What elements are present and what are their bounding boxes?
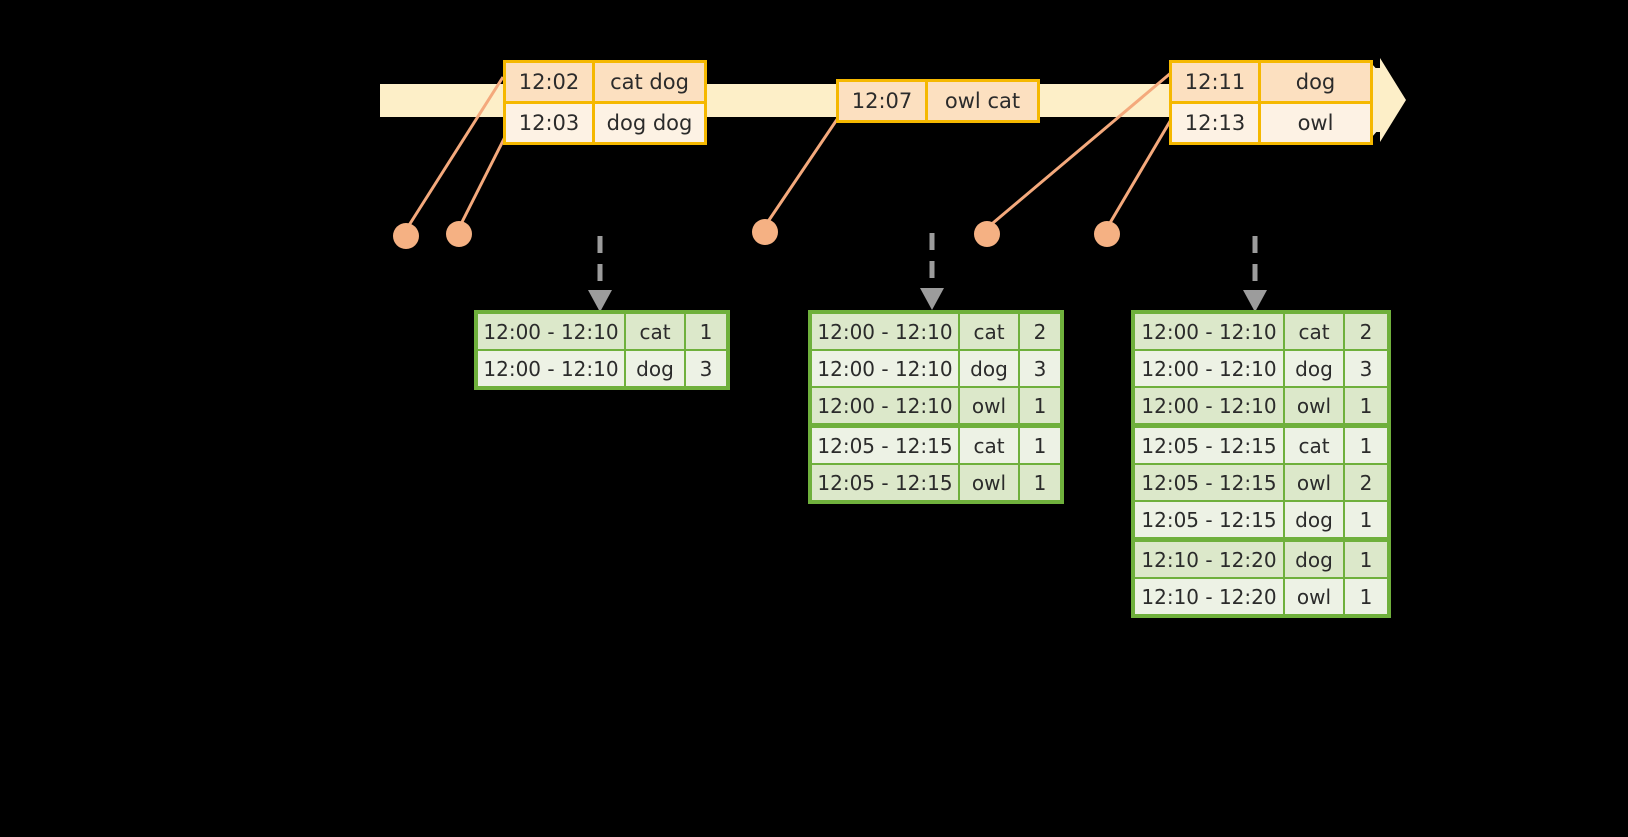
cell-key: dog: [1285, 351, 1343, 386]
event-time: 12:03: [518, 111, 580, 135]
cell-window: 12:00 - 12:10: [1135, 314, 1283, 349]
connector-3: [763, 114, 842, 227]
event-group-3[interactable]: 12:11 dog 12:13 owl: [1169, 60, 1373, 145]
event-time: 12:07: [851, 89, 913, 113]
connector-1: [404, 76, 505, 231]
cell-count: 1: [1020, 465, 1060, 500]
cell-key: cat: [1285, 428, 1343, 463]
cell-count: 2: [1020, 314, 1060, 349]
event-time: 12:13: [1184, 111, 1246, 135]
marker-dot-1: [393, 223, 419, 249]
cell-key: cat: [960, 314, 1018, 349]
dashed-arrow-3-head: [1243, 290, 1267, 312]
event-words: dog: [1258, 63, 1370, 101]
cell-window: 12:00 - 12:10: [812, 351, 958, 386]
cell-count: 1: [1345, 579, 1387, 614]
event-row[interactable]: 12:13 owl: [1172, 101, 1370, 142]
cell-key: dog: [1285, 502, 1343, 537]
connector-5: [1105, 117, 1174, 229]
cell-window: 12:05 - 12:15: [812, 465, 958, 500]
cell-key: dog: [1285, 542, 1343, 577]
event-words: cat dog: [592, 63, 704, 101]
cell-key: owl: [1285, 388, 1343, 423]
cell-count: 1: [686, 314, 726, 349]
event-markers: [393, 219, 1120, 249]
table-arrows: [597, 233, 1258, 292]
cell-window: 12:00 - 12:10: [478, 351, 624, 386]
cell-window: 12:10 - 12:20: [1135, 542, 1283, 577]
cell-key: dog: [626, 351, 684, 386]
marker-dot-4: [974, 221, 1000, 247]
event-group-1[interactable]: 12:02 cat dog 12:03 dog dog: [503, 60, 707, 145]
cell-key: owl: [1285, 579, 1343, 614]
event-words: owl: [1258, 104, 1370, 142]
event-words: owl cat: [925, 82, 1037, 120]
cell-window: 12:00 - 12:10: [1135, 351, 1283, 386]
marker-dot-5: [1094, 221, 1120, 247]
cell-count: 1: [1345, 502, 1387, 537]
dashed-arrow-1-head: [588, 290, 612, 312]
cell-key: cat: [626, 314, 684, 349]
cell-count: 1: [1020, 428, 1060, 463]
cell-count: 3: [1345, 351, 1387, 386]
cell-window: 12:00 - 12:10: [812, 314, 958, 349]
event-group-2[interactable]: 12:07 owl cat: [836, 79, 1040, 123]
marker-dot-2: [446, 221, 472, 247]
event-row[interactable]: 12:03 dog dog: [506, 101, 704, 142]
event-row[interactable]: 12:07 owl cat: [839, 82, 1037, 120]
cell-count: 1: [1345, 388, 1387, 423]
cell-window: 12:00 - 12:10: [478, 314, 624, 349]
cell-key: owl: [960, 465, 1018, 500]
cell-window: 12:10 - 12:20: [1135, 579, 1283, 614]
cell-key: owl: [960, 388, 1018, 423]
event-row[interactable]: 12:02 cat dog: [506, 63, 704, 101]
cell-count: 1: [1345, 428, 1387, 463]
cell-count: 2: [1345, 314, 1387, 349]
cell-key: owl: [1285, 465, 1343, 500]
marker-dot-3: [752, 219, 778, 245]
cell-window: 12:00 - 12:10: [1135, 388, 1283, 423]
cell-count: 2: [1345, 465, 1387, 500]
cell-window: 12:00 - 12:10: [812, 388, 958, 423]
cell-window: 12:05 - 12:15: [1135, 502, 1283, 537]
dashed-arrow-2-head: [920, 288, 944, 310]
cell-key: dog: [960, 351, 1018, 386]
cell-window: 12:05 - 12:15: [812, 428, 958, 463]
cell-count: 3: [1020, 351, 1060, 386]
cell-key: cat: [1285, 314, 1343, 349]
cell-count: 3: [686, 351, 726, 386]
table-arrowheads: [588, 288, 1267, 312]
cell-window: 12:05 - 12:15: [1135, 465, 1283, 500]
event-words: dog dog: [592, 104, 704, 142]
cell-key: cat: [960, 428, 1018, 463]
cell-count: 1: [1345, 542, 1387, 577]
event-time: 12:11: [1184, 70, 1246, 94]
cell-window: 12:05 - 12:15: [1135, 428, 1283, 463]
event-row[interactable]: 12:11 dog: [1172, 63, 1370, 101]
event-time: 12:02: [518, 70, 580, 94]
cell-count: 1: [1020, 388, 1060, 423]
